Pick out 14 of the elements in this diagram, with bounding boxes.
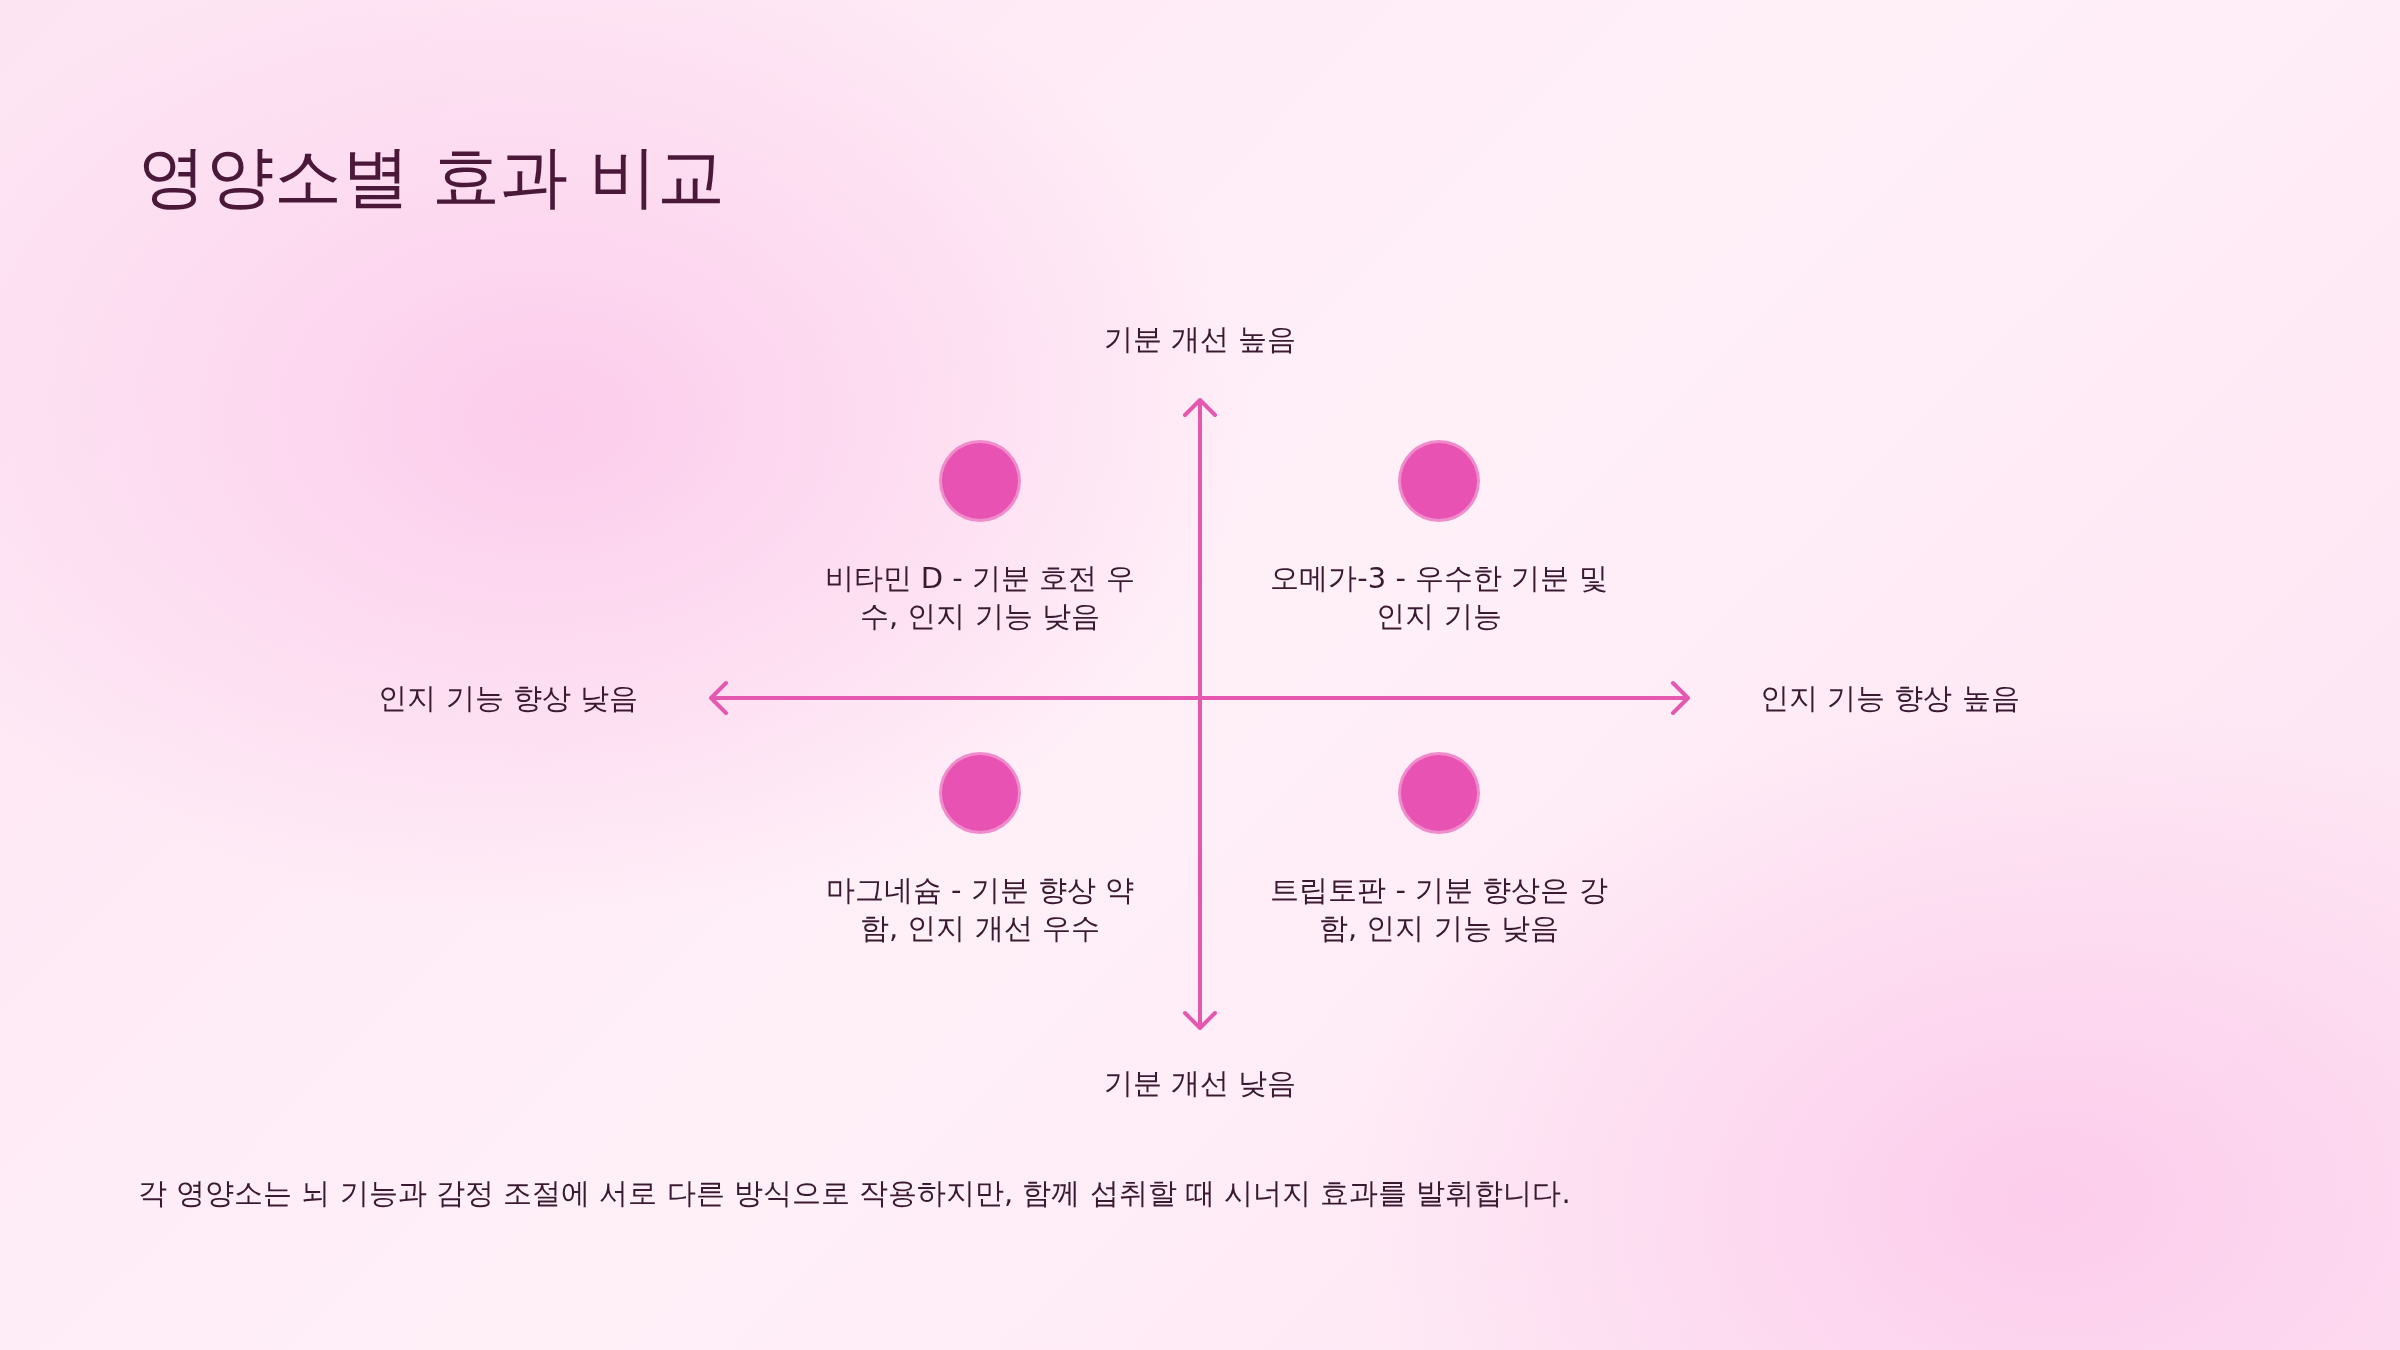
dot-marker xyxy=(1401,443,1477,519)
dot-marker xyxy=(942,443,1018,519)
point-label: 트립토판 - 기분 향상은 강함, 인지 기능 낮음 xyxy=(1269,872,1609,947)
point-label: 비타민 D - 기분 호전 우수, 인지 기능 낮음 xyxy=(823,560,1137,635)
axis-label: 기분 개선 낮음 xyxy=(1102,1065,1298,1102)
point-label: 마그네슘 - 기분 향상 약함, 인지 개선 우수 xyxy=(824,872,1136,947)
axis-label: 인지 기능 향상 낮음 xyxy=(378,680,638,717)
dot-marker xyxy=(1401,755,1477,831)
title: 영양소별 효과 비교 xyxy=(138,136,726,218)
dot-marker xyxy=(942,755,1018,831)
caption: 각 영양소는 뇌 기능과 감정 조절에 서로 다른 방식으로 작용하지만, 함께 섭취할 때 시너지 효과를 발휘합니다. xyxy=(138,1175,1571,1212)
axis-label: 인지 기능 향상 높음 xyxy=(1760,680,2020,717)
point-label: 오메가-3 - 우수한 기분 및 인지 기능 xyxy=(1269,560,1609,635)
axis-label: 기분 개선 높음 xyxy=(1102,321,1298,358)
